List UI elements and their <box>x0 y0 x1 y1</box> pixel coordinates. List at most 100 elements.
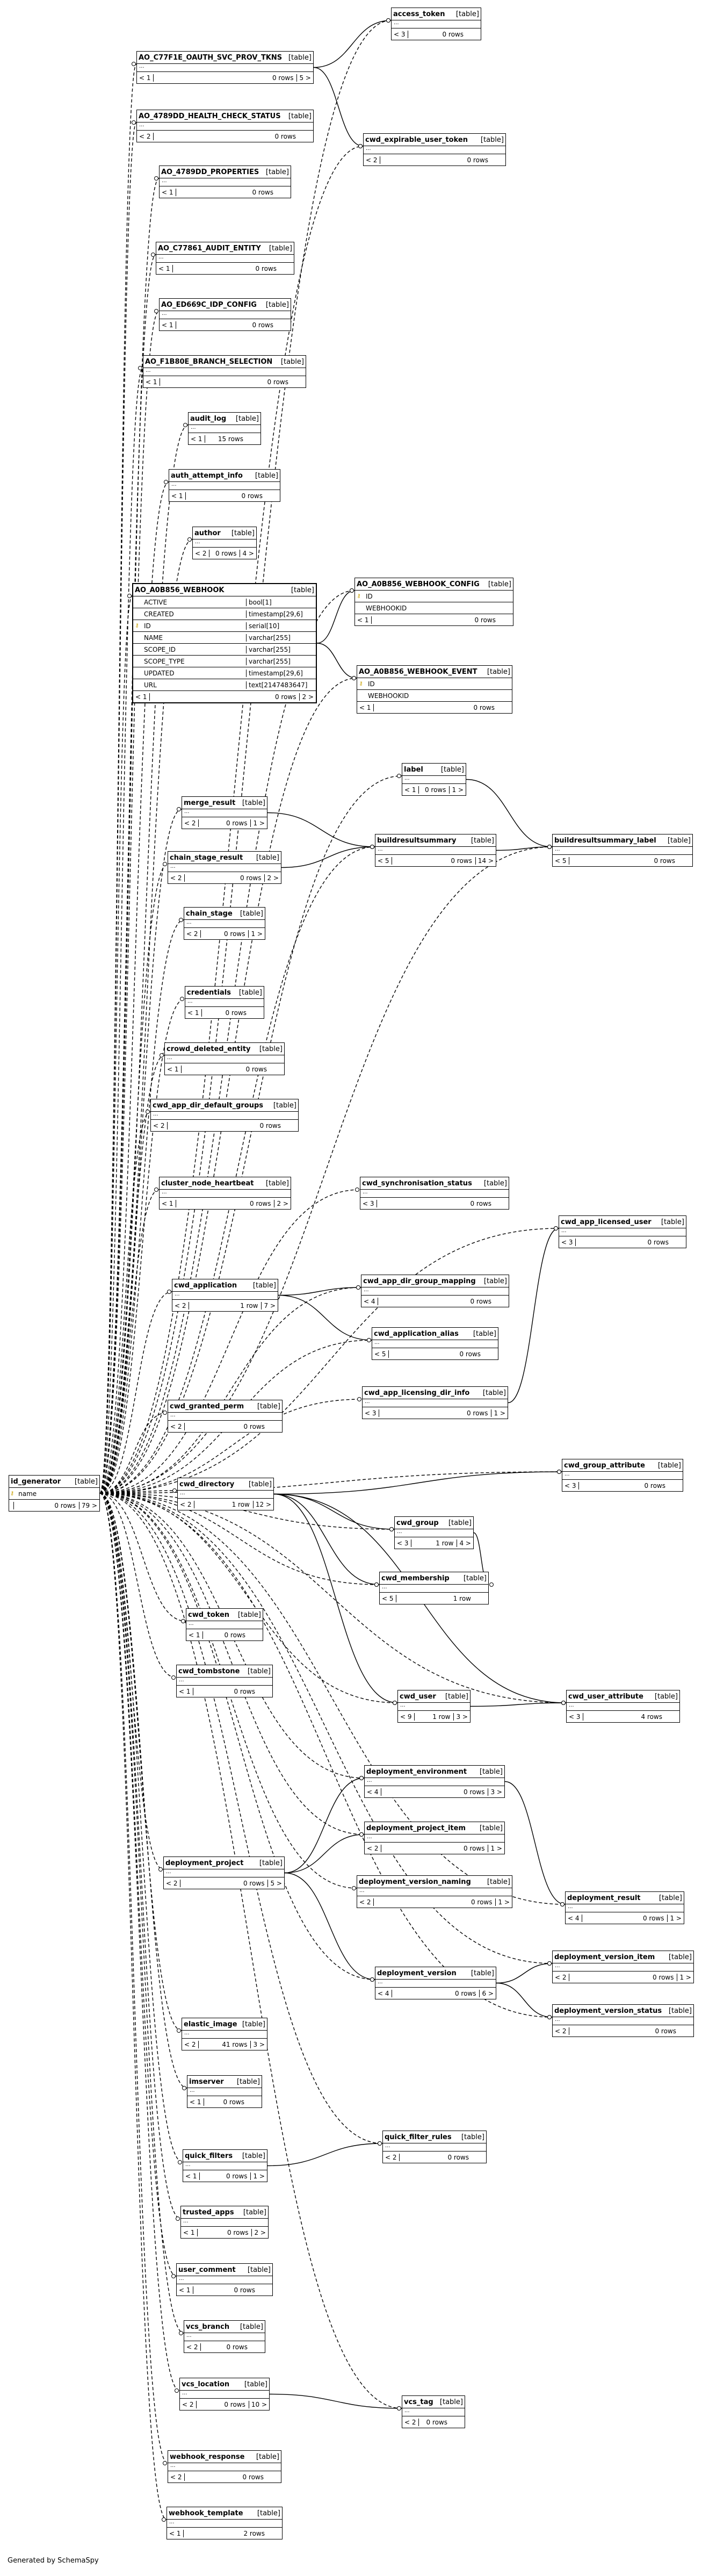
table-name[interactable]: label <box>404 765 423 774</box>
parents-count[interactable]: < 5 <box>378 857 389 865</box>
row-count[interactable]: 1 row <box>193 1500 254 1508</box>
table-name[interactable]: AO_C77F1E_OAUTH_SVC_PROV_TKNS <box>139 53 283 62</box>
table-name[interactable]: cwd_app_licensed_user <box>561 1218 652 1226</box>
parents-count[interactable]: < 4 <box>367 1788 379 1796</box>
row-count[interactable]: 0 rows <box>379 156 491 164</box>
table-ao-c77f1e-oauth-svc-prov-tkns[interactable]: AO_C77F1E_OAUTH_SVC_PROV_TKNS[table]...<… <box>136 51 314 84</box>
table-name[interactable]: audit_log <box>190 414 227 423</box>
row-count[interactable]: 0 rows <box>373 703 498 711</box>
table-name[interactable]: AO_C77861_AUDIT_ENTITY <box>158 244 261 253</box>
row-count[interactable]: 0 rows <box>203 2098 248 2106</box>
parents-count[interactable]: < 2 <box>166 1879 178 1887</box>
children-count[interactable]: 3 > <box>456 1712 468 1721</box>
row-count[interactable]: 0 rows <box>196 2400 249 2408</box>
table-name[interactable]: cwd_directory <box>179 1480 235 1488</box>
row-count[interactable]: 0 rows <box>180 1065 270 1073</box>
row-count[interactable]: 0 rows <box>376 1199 495 1207</box>
row-count[interactable]: 15 rows <box>204 435 247 443</box>
table-name[interactable]: AO_4789DD_HEALTH_CHECK_STATUS <box>139 112 281 120</box>
children-count[interactable]: 3 > <box>253 2040 265 2048</box>
table-name[interactable]: webhook_response <box>170 2452 245 2461</box>
table-name[interactable]: buildresultsummary_label <box>554 836 656 845</box>
row-count[interactable]: 0 rows <box>200 2343 251 2351</box>
parents-count[interactable]: < 1 <box>162 1199 173 1207</box>
children-count[interactable]: 1 > <box>494 1409 505 1417</box>
table-name[interactable]: cwd_granted_perm <box>170 1402 244 1411</box>
parents-count[interactable]: < 2 <box>186 930 198 938</box>
parents-count[interactable]: < 1 <box>190 2098 201 2106</box>
row-count[interactable]: 0 rows <box>568 1973 678 1981</box>
row-count[interactable]: 0 rows <box>185 492 266 500</box>
table-name[interactable]: auth_attempt_info <box>171 471 243 480</box>
parents-count[interactable]: < 4 <box>364 1297 375 1305</box>
row-count[interactable]: 0 rows <box>407 30 467 38</box>
row-count[interactable]: 0 rows <box>581 1914 668 1922</box>
parents-count[interactable]: < 2 <box>555 1973 567 1981</box>
parents-count[interactable]: < 2 <box>170 2473 182 2481</box>
table-name[interactable]: AO_ED669C_IDP_CONFIG <box>161 300 257 309</box>
children-count[interactable]: 3 > <box>490 1788 502 1796</box>
row-count[interactable]: 0 rows <box>153 74 298 82</box>
parents-count[interactable]: < 2 <box>139 132 151 140</box>
children-count[interactable]: 1 > <box>251 930 263 938</box>
parents-count[interactable]: < 1 <box>167 1065 179 1073</box>
children-count[interactable]: 4 > <box>242 549 254 557</box>
parents-count[interactable]: < 2 <box>367 1844 379 1852</box>
table-name[interactable]: vcs_location <box>182 2380 230 2388</box>
table-name[interactable]: AO_A0B856_WEBHOOK <box>135 586 225 594</box>
table-name[interactable]: crowd_deleted_entity <box>167 1045 251 1053</box>
table-name[interactable]: cwd_membership <box>381 1574 450 1582</box>
children-count[interactable]: 5 > <box>270 1879 282 1887</box>
row-count[interactable]: 0 rows <box>13 1501 79 1509</box>
parents-count[interactable]: < 2 <box>170 1422 182 1430</box>
row-count[interactable]: 0 rows <box>198 819 251 827</box>
children-count[interactable]: 1 > <box>498 1898 510 1906</box>
row-count[interactable]: 0 rows <box>153 132 299 140</box>
parents-count[interactable]: < 2 <box>404 2418 416 2426</box>
table-name[interactable]: cwd_app_dir_group_mapping <box>363 1277 476 1285</box>
row-count[interactable]: 0 rows <box>568 857 678 865</box>
children-count[interactable]: 1 > <box>253 819 265 827</box>
children-count[interactable]: 10 > <box>251 2400 267 2408</box>
table-name[interactable]: quick_filters <box>185 2152 233 2160</box>
row-count[interactable]: 1 row <box>414 1712 454 1721</box>
table-ao-4789dd-health-check-status[interactable]: AO_4789DD_HEALTH_CHECK_STATUS[table]...<… <box>136 110 314 142</box>
row-count[interactable]: 0 rows <box>184 2473 267 2481</box>
table-name[interactable]: AO_A0B856_WEBHOOK_EVENT <box>359 667 477 676</box>
row-count[interactable]: 0 rows <box>202 1631 249 1639</box>
table-name[interactable]: deployment_project_item <box>366 1824 466 1832</box>
parents-count[interactable]: < 3 <box>394 30 406 38</box>
table-name[interactable]: id_generator <box>11 1477 61 1486</box>
parents-count[interactable]: < 1 <box>183 2228 195 2236</box>
row-count[interactable]: 0 rows <box>578 1481 669 1490</box>
children-count[interactable]: 4 > <box>459 1539 471 1547</box>
table-name[interactable]: cwd_app_dir_default_groups <box>153 1101 264 1110</box>
table-name[interactable]: access_token <box>393 10 445 18</box>
table-name[interactable]: deployment_version_item <box>554 1953 655 1961</box>
children-count[interactable]: 1 > <box>670 1914 682 1922</box>
